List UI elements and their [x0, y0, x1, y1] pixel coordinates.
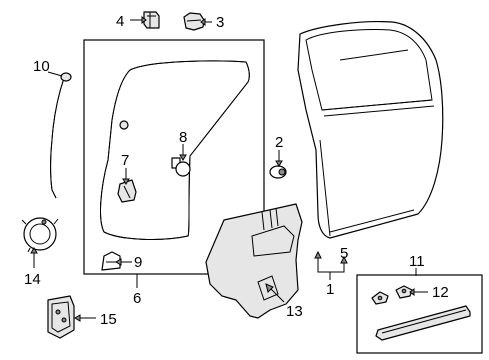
callout-12: 12: [432, 284, 449, 301]
speaker-cover-part-14[interactable]: [21, 217, 59, 253]
callout-10: 10: [33, 58, 50, 75]
leader-lines: [30, 16, 428, 322]
door-shell-part-1[interactable]: [297, 21, 444, 239]
callout-14: 14: [24, 271, 41, 288]
callout-1: 1: [326, 281, 334, 298]
callout-5: 5: [340, 245, 348, 262]
door-check-part-10[interactable]: [50, 72, 72, 199]
callout-7: 7: [121, 152, 129, 169]
clip-part-9[interactable]: [101, 251, 121, 271]
callout-8: 8: [179, 129, 187, 146]
plug-part-2[interactable]: [269, 165, 287, 179]
moulding-part-11[interactable]: [375, 305, 471, 341]
watershield-part-13[interactable]: [205, 203, 303, 319]
callout-9: 9: [134, 254, 142, 271]
bracket-part-15[interactable]: [47, 295, 75, 339]
callout-4: 4: [116, 13, 124, 30]
callout-6: 6: [133, 290, 141, 307]
moulding-group-box: [356, 274, 483, 354]
grommet-part-8[interactable]: [171, 157, 191, 177]
clip-part-7[interactable]: [117, 179, 137, 203]
callout-11: 11: [409, 253, 425, 270]
clip-part-4[interactable]: [143, 11, 160, 29]
callout-3: 3: [216, 14, 224, 31]
callout-labels: 4 3 10 8 2 7 9 6 14 15 13 5 1 11 12: [24, 13, 449, 328]
clip-part-12[interactable]: [371, 285, 413, 305]
callout-13: 13: [286, 303, 303, 320]
callout-15: 15: [100, 311, 117, 328]
weatherstrip-part-6[interactable]: [100, 60, 250, 240]
weatherstrip-group-box: [83, 39, 265, 275]
callout-2: 2: [275, 134, 283, 151]
